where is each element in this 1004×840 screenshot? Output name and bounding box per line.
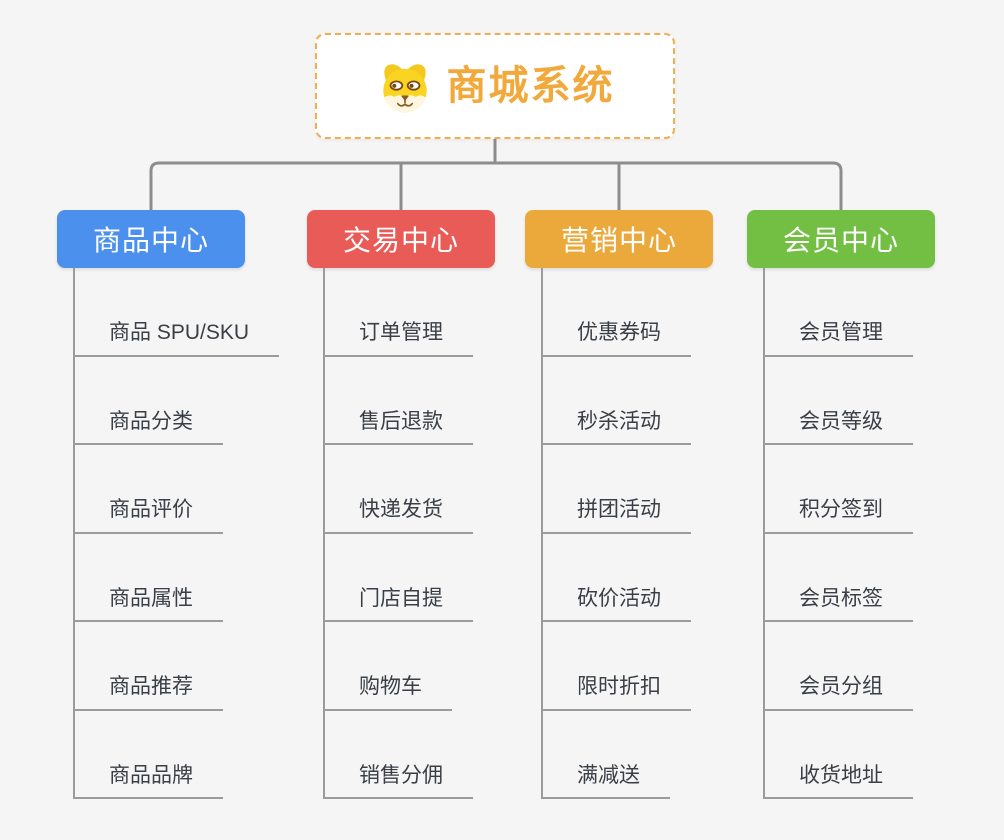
branch-item[interactable]: 购物车 <box>325 674 452 711</box>
branch-item-row: 优惠券码 <box>543 268 755 357</box>
branch-item[interactable]: 订单管理 <box>325 320 473 357</box>
branch-item-row: 售后退款 <box>325 357 537 445</box>
branch-item[interactable]: 商品分类 <box>75 409 223 445</box>
dog-icon <box>376 56 434 116</box>
branch-item[interactable]: 积分签到 <box>765 497 913 534</box>
branch-header[interactable]: 商品中心 <box>57 210 245 268</box>
branch-item[interactable]: 会员标签 <box>765 586 913 622</box>
branch-item-list: 会员管理 会员等级 积分签到 会员标签 会员分组 收货地址 <box>763 268 977 799</box>
branch-item-row: 秒杀活动 <box>543 357 755 445</box>
branch-item[interactable]: 会员等级 <box>765 409 913 445</box>
branch-item-row: 商品属性 <box>75 534 287 622</box>
branch-item-row: 订单管理 <box>325 268 537 357</box>
branch-item[interactable]: 门店自提 <box>325 586 473 622</box>
branch-column: 会员中心 会员管理 会员等级 积分签到 会员标签 会员分组 收货地址 <box>747 210 977 799</box>
branch-header-label: 营销中心 <box>560 225 677 256</box>
branch-item-row: 限时折扣 <box>543 622 755 711</box>
branch-column: 营销中心 优惠券码 秒杀活动 拼团活动 砍价活动 限时折扣 满减送 <box>525 210 755 799</box>
branch-item[interactable]: 销售分佣 <box>325 763 473 799</box>
branch-item[interactable]: 限时折扣 <box>543 674 691 711</box>
branch-item-row: 会员标签 <box>765 534 977 622</box>
branch-header-label: 交易中心 <box>342 225 459 256</box>
branch-item-row: 门店自提 <box>325 534 537 622</box>
branch-column: 交易中心 订单管理 售后退款 快递发货 门店自提 购物车 销售分佣 <box>307 210 537 799</box>
branch-item[interactable]: 拼团活动 <box>543 497 691 534</box>
branch-item-row: 满减送 <box>543 711 755 799</box>
branch-item-list: 商品 SPU/SKU 商品分类 商品评价 商品属性 商品推荐 商品品牌 <box>73 268 287 799</box>
branch-item-row: 商品推荐 <box>75 622 287 711</box>
branch-item-row: 收货地址 <box>765 711 977 799</box>
branch-item-row: 销售分佣 <box>325 711 537 799</box>
bus-connector-line <box>149 161 843 211</box>
branch-item[interactable]: 售后退款 <box>325 409 473 445</box>
branch-header[interactable]: 营销中心 <box>525 210 713 268</box>
branch-header-label: 会员中心 <box>782 225 899 256</box>
branch-item[interactable]: 收货地址 <box>765 763 913 799</box>
branch-item[interactable]: 商品品牌 <box>75 763 223 799</box>
branch-item-list: 订单管理 售后退款 快递发货 门店自提 购物车 销售分佣 <box>323 268 537 799</box>
branch-item-row: 商品品牌 <box>75 711 287 799</box>
branch-header[interactable]: 会员中心 <box>747 210 935 268</box>
branch-item-row: 砍价活动 <box>543 534 755 622</box>
branch-item-row: 会员管理 <box>765 268 977 357</box>
branch-item-row: 会员等级 <box>765 357 977 445</box>
branch-item[interactable]: 商品评价 <box>75 497 223 534</box>
branch-header[interactable]: 交易中心 <box>307 210 495 268</box>
branch-item[interactable]: 满减送 <box>543 763 670 799</box>
branch-item-row: 会员分组 <box>765 622 977 711</box>
branch-item[interactable]: 砍价活动 <box>543 586 691 622</box>
branch-item[interactable]: 会员分组 <box>765 674 913 711</box>
branch-item[interactable]: 商品 SPU/SKU <box>75 320 280 357</box>
branch-item[interactable]: 优惠券码 <box>543 320 691 357</box>
branch-item-row: 购物车 <box>325 622 537 711</box>
root-title: 商城系统 <box>446 64 615 108</box>
branch-item-row: 商品 SPU/SKU <box>75 268 287 357</box>
branch-item[interactable]: 商品推荐 <box>75 674 223 711</box>
branch-item-row: 拼团活动 <box>543 445 755 534</box>
branch-header-label: 商品中心 <box>92 225 209 256</box>
branch-item[interactable]: 会员管理 <box>765 320 913 357</box>
branch-item[interactable]: 秒杀活动 <box>543 409 691 445</box>
branch-item-row: 快递发货 <box>325 445 537 534</box>
root-node[interactable]: 商城系统 <box>315 33 675 139</box>
branch-item[interactable]: 快递发货 <box>325 497 473 534</box>
branch-column: 商品中心 商品 SPU/SKU 商品分类 商品评价 商品属性 商品推荐 商品品牌 <box>57 210 287 799</box>
branch-item-row: 商品评价 <box>75 445 287 534</box>
branch-item-row: 商品分类 <box>75 357 287 445</box>
branch-item-row: 积分签到 <box>765 445 977 534</box>
branch-item[interactable]: 商品属性 <box>75 586 223 622</box>
branch-item-list: 优惠券码 秒杀活动 拼团活动 砍价活动 限时折扣 满减送 <box>541 268 755 799</box>
